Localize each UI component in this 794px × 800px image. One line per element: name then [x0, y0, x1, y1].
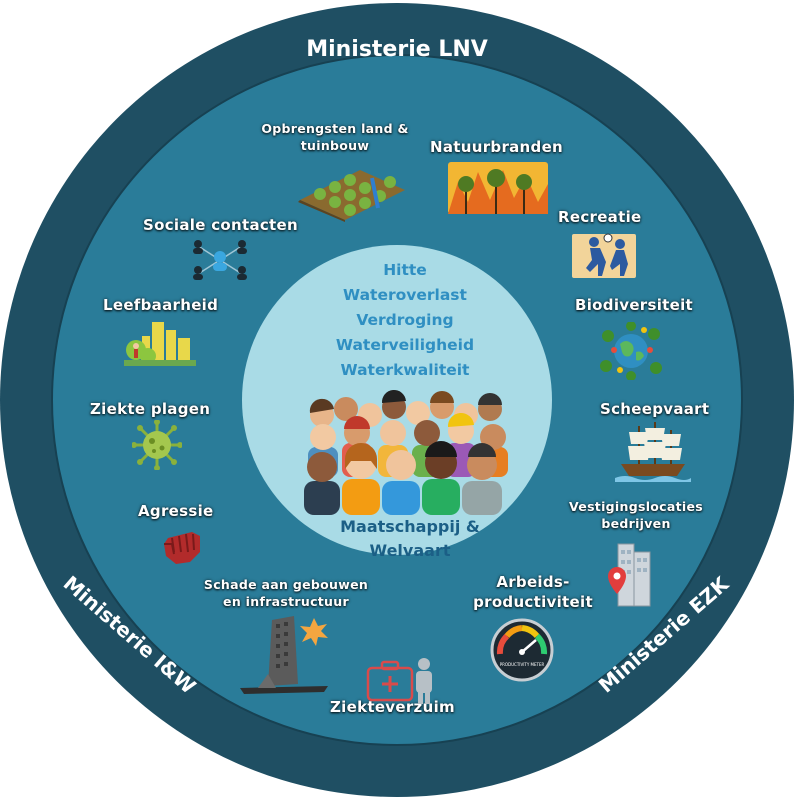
globe-biodiversity-icon	[600, 322, 662, 380]
network-icon	[193, 240, 247, 280]
label-natuurbranden: Natuurbranden	[430, 138, 564, 156]
sick-leave-icon	[366, 658, 432, 704]
recreation-icon	[572, 233, 636, 278]
wildfire-icon	[448, 162, 548, 214]
label-opbrengsten: Opbrengsten land & tuinbouw	[261, 121, 409, 153]
farmland-icon	[298, 170, 405, 222]
label-vestigingslocaties: Vestigingslocaties bedrijven	[569, 499, 703, 531]
crowd-back-row	[309, 389, 502, 427]
label-ziekteverzuim: Ziekteverzuim	[330, 698, 455, 716]
label-recreatie: Recreatie	[558, 208, 642, 226]
label-schade: Schade aan gebouwen en infrastructuur	[203, 577, 369, 609]
theme-verdroging: Verdroging	[356, 311, 454, 329]
theme-waterveiligheid: Waterveiligheid	[335, 336, 475, 354]
label-agressie: Agressie	[138, 502, 214, 520]
meter-caption: PRODUCTIVITY METER	[500, 662, 545, 667]
label-sociale-contacten: Sociale contacten	[143, 216, 298, 234]
productivity-meter-icon: PRODUCTIVITY METER	[490, 618, 554, 682]
ministry-top-label: Ministerie LNV	[306, 37, 488, 62]
damaged-building-icon	[240, 616, 328, 694]
sailing-ship-icon	[615, 422, 691, 482]
virus-icon	[132, 420, 182, 470]
city-livability-icon	[124, 322, 196, 366]
fist-icon	[164, 532, 200, 564]
crowd-illustration	[304, 389, 508, 515]
theme-wateroverlast: Wateroverlast	[343, 286, 467, 304]
theme-list: Hitte Wateroverlast Verdroging Waterveil…	[320, 258, 490, 383]
ministry-left-label: Ministerie I&W	[59, 571, 201, 699]
label-ziekte-plagen: Ziekte plagen	[90, 400, 211, 418]
theme-waterkwaliteit: Waterkwaliteit	[340, 361, 470, 379]
label-biodiversiteit: Biodiversiteit	[575, 296, 694, 314]
theme-hitte: Hitte	[383, 261, 427, 279]
society-label: Maatschappij & Welvaart	[300, 515, 520, 563]
crowd-front-row	[304, 441, 502, 515]
business-buildings-icon	[608, 543, 651, 607]
society-line-2: Welvaart	[369, 541, 451, 560]
society-line-1: Maatschappij &	[340, 517, 480, 536]
label-leefbaarheid: Leefbaarheid	[103, 296, 219, 314]
label-scheepvaart: Scheepvaart	[600, 400, 710, 418]
label-arbeidsproductiviteit: Arbeids- productiviteit	[473, 573, 593, 611]
